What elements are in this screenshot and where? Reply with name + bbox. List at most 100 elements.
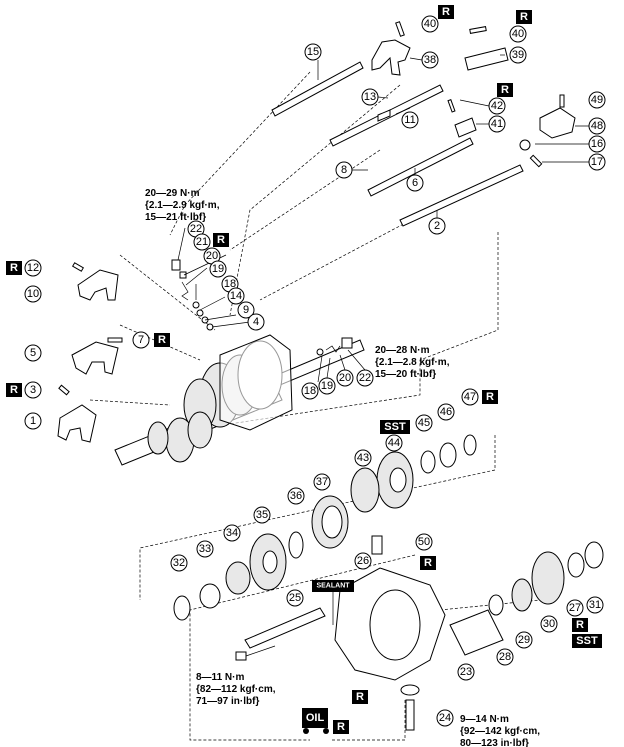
callout-35: 35: [253, 506, 271, 524]
callout-40b: 40: [509, 25, 527, 43]
callout-8: 8: [335, 161, 353, 179]
svg-text:R: R: [576, 619, 584, 631]
callout-7-label: 7: [138, 334, 144, 346]
callout-30-label: 30: [543, 618, 555, 630]
callout-12: 12: [24, 259, 42, 277]
callout-39-label: 39: [512, 49, 524, 61]
callout-3-label: 3: [30, 384, 36, 396]
callout-34: 34: [223, 524, 241, 542]
r-badge-42: R: [497, 83, 513, 97]
callout-46: 46: [437, 403, 455, 421]
bearing-34: [225, 561, 251, 595]
leader-lines: [177, 54, 596, 383]
r-badge-housing: R: [352, 690, 368, 704]
shift-fork-48: [519, 94, 576, 168]
callout-29: 29: [515, 631, 533, 649]
callout-37: 37: [313, 473, 331, 491]
callout-21: 21: [193, 233, 211, 251]
callout-2: 2: [428, 217, 446, 235]
callout-36-label: 36: [290, 490, 302, 502]
callout-46-label: 46: [440, 406, 452, 418]
callout-45-label: 45: [418, 417, 430, 429]
svg-text:R: R: [356, 691, 364, 703]
callout-27: 27: [566, 599, 584, 617]
plug-spring-ball-set: [316, 337, 353, 356]
callout-18b: 18: [301, 382, 319, 400]
callout-20-label: 20: [206, 250, 218, 262]
callout-21-label: 21: [196, 236, 208, 248]
callout-22a: 22: [187, 220, 205, 238]
callout-50-label: 50: [418, 536, 430, 548]
speedometer-sensor-50: [371, 535, 383, 555]
callout-20-label: 20: [339, 372, 351, 384]
callout-43-label: 43: [357, 452, 369, 464]
svg-text:{2.1—2.8 kgf·m,: {2.1—2.8 kgf·m,: [375, 357, 450, 368]
gear-44: [376, 451, 414, 509]
callout-28: 28: [496, 648, 514, 666]
r-badge-7: R: [154, 333, 170, 347]
callout-14-label: 14: [230, 290, 242, 302]
callout-13-label: 13: [364, 91, 376, 103]
callout-18-label: 18: [224, 278, 236, 290]
oil-label: OIL: [306, 712, 325, 724]
r-badge-3: R: [6, 383, 22, 397]
callout-31-label: 31: [589, 599, 601, 611]
svg-text:{92—142 kgf·cm,: {92—142 kgf·cm,: [460, 726, 540, 737]
ring-28: [488, 594, 504, 616]
callout-24: 24: [436, 709, 454, 727]
gear-30: [531, 551, 565, 605]
r-badge-24: R: [333, 720, 349, 734]
callout-40-label: 40: [424, 18, 436, 30]
callout-38-label: 38: [424, 54, 436, 66]
callout-12-label: 12: [27, 262, 39, 274]
callout-27-label: 27: [569, 602, 581, 614]
callout-5: 5: [24, 344, 42, 362]
svg-text:R: R: [520, 11, 528, 23]
svg-text:R: R: [158, 334, 166, 346]
callout-45: 45: [415, 414, 433, 432]
callout-16-label: 16: [591, 138, 603, 150]
sst-badge-44: SST: [380, 420, 410, 434]
svg-text:R: R: [501, 84, 509, 96]
washer-27: [567, 552, 585, 578]
bolt-near-housing: [235, 645, 276, 661]
svg-text:R: R: [217, 234, 225, 246]
callout-16: 16: [588, 135, 606, 153]
torque-spec-2: 20—28 N·m {2.1—2.8 kgf·m, 15—20 ft·lbf}: [375, 345, 450, 380]
callout-23: 23: [457, 663, 475, 681]
callout-28-label: 28: [499, 651, 511, 663]
locknut-31: [584, 541, 604, 569]
sst-badge-31: SST: [572, 634, 602, 648]
torque-spec-4: 9—14 N·m {92—142 kgf·cm, 80—123 in·lbf}: [460, 714, 540, 747]
callout-22-label: 22: [359, 372, 371, 384]
replace-badges: R R R R R R R R SST R R SST R R: [6, 5, 602, 734]
callout-10-label: 10: [27, 288, 39, 300]
extension-housing-26: [334, 567, 446, 681]
svg-text:71—97 in·lbf}: 71—97 in·lbf}: [196, 696, 259, 707]
shift-fork-5: [71, 337, 123, 375]
callout-11: 11: [401, 111, 419, 129]
callout-10: 10: [24, 285, 42, 303]
bracket-25: [244, 607, 326, 649]
svg-text:20—28 N·m: 20—28 N·m: [375, 345, 430, 356]
svg-text:8—11 N·m: 8—11 N·m: [196, 672, 244, 683]
callout-42: 42: [488, 97, 506, 115]
callout-13: 13: [361, 88, 379, 106]
callout-41-label: 41: [491, 118, 503, 130]
callout-6: 6: [406, 174, 424, 192]
shift-fork-10: [71, 262, 119, 301]
callout-17-label: 17: [591, 156, 603, 168]
callout-4-label: 4: [253, 316, 259, 328]
callout-49: 49: [588, 91, 606, 109]
oil-can-icon: OIL: [302, 708, 329, 734]
ring-45: [420, 450, 436, 474]
callout-34-label: 34: [226, 527, 238, 539]
callout-37-label: 37: [316, 476, 328, 488]
shift-rod-6: [367, 137, 474, 197]
shift-rod-15: [271, 61, 364, 117]
callout-38: 38: [421, 51, 439, 69]
svg-text:R: R: [424, 557, 432, 569]
callout-15-label: 15: [307, 46, 319, 58]
callout-49-label: 49: [591, 94, 603, 106]
